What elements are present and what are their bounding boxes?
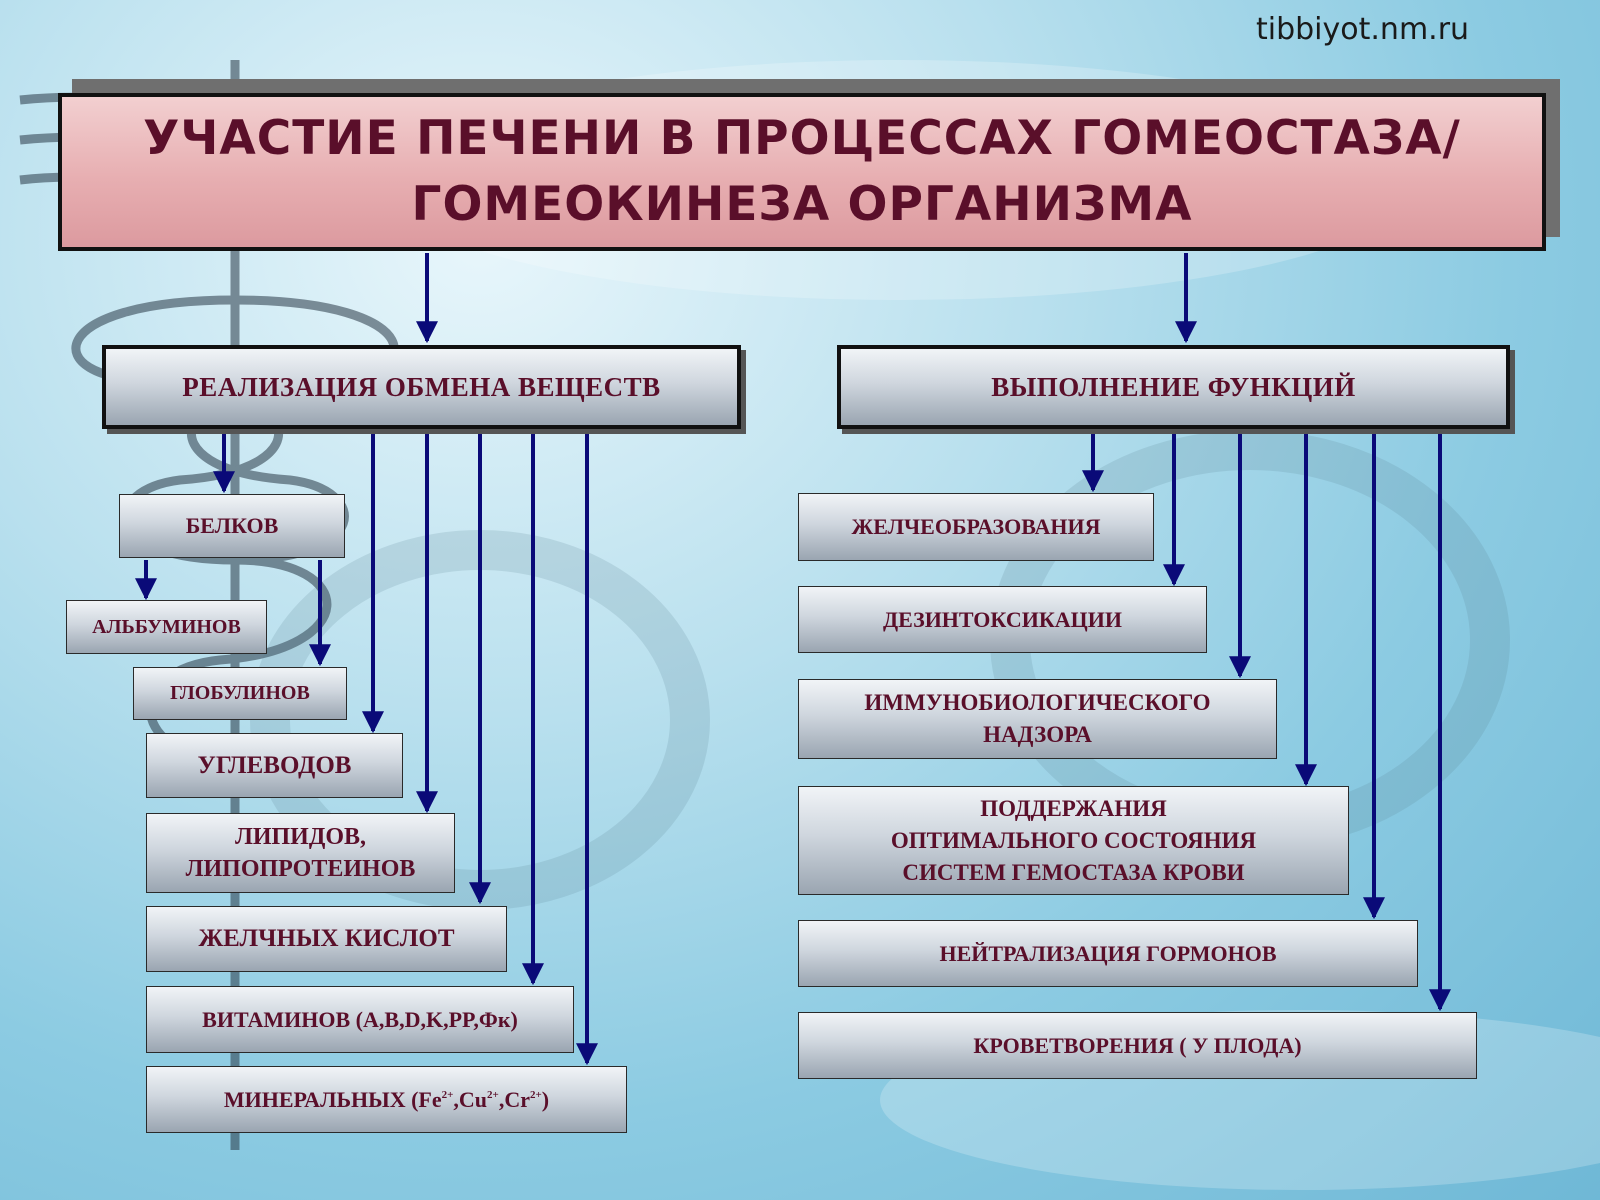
title-line-2: ГОМЕОКИНЕЗА ОРГАНИЗМА bbox=[411, 177, 1193, 232]
proteins-label: БЕЛКОВ bbox=[185, 513, 279, 538]
fe-charge: 2+ bbox=[441, 1088, 454, 1101]
bile-formation-label: ЖЕЛЧЕОБРАЗОВАНИЯ bbox=[851, 514, 1101, 539]
immuno-label-line2: НАДЗОРА bbox=[983, 722, 1092, 747]
bile-formation-box: ЖЕЛЧЕОБРАЗОВАНИЯ bbox=[798, 493, 1154, 561]
title-box: УЧАСТИЕ ПЕЧЕНИ В ПРОЦЕССАХ ГОМЕОСТАЗА/ Г… bbox=[58, 93, 1546, 251]
hemostasis-box: ПОДДЕРЖАНИЯ ОПТИМАЛЬНОГО СОСТОЯНИЯ СИСТЕ… bbox=[798, 786, 1349, 895]
minerals-cr: ,Cr bbox=[498, 1086, 530, 1112]
metabolism-header-label: РЕАЛИЗАЦИЯ ОБМЕНА ВЕЩЕСТВ bbox=[182, 371, 661, 402]
minerals-box: МИНЕРАЛЬНЫХ (Fe2+,Cu2+,Cr2+) bbox=[146, 1066, 627, 1133]
title-line-1: УЧАСТИЕ ПЕЧЕНИ В ПРОЦЕССАХ ГОМЕОСТАЗА/ bbox=[143, 111, 1461, 166]
albumins-label: АЛЬБУМИНОВ bbox=[92, 615, 241, 638]
albumins-box: АЛЬБУМИНОВ bbox=[66, 600, 267, 654]
globulins-label: ГЛОБУЛИНОВ bbox=[170, 682, 310, 704]
vitamins-label: ВИТАМИНОВ (A,B,D,K,PP,Фк) bbox=[202, 1006, 518, 1032]
cu-charge: 2+ bbox=[487, 1088, 499, 1101]
hormones-box: НЕЙТРАЛИЗАЦИЯ ГОРМОНОВ bbox=[798, 920, 1418, 987]
bile-acids-box: ЖЕЛЧНЫХ КИСЛОТ bbox=[146, 906, 507, 972]
hemostasis-label-line1: ПОДДЕРЖАНИЯ bbox=[980, 795, 1167, 821]
immuno-box: ИММУНОБИОЛОГИЧЕСКОГО НАДЗОРА bbox=[798, 679, 1277, 759]
cr-charge: 2+ bbox=[529, 1088, 542, 1101]
minerals-label: МИНЕРАЛЬНЫХ (Fe2+,Cu2+,Cr2+) bbox=[224, 1087, 549, 1113]
detox-label: ДЕЗИНТОКСИКАЦИИ bbox=[883, 606, 1122, 632]
carbohydrates-label: УГЛЕВОДОВ bbox=[197, 751, 352, 779]
hematopoiesis-box: КРОВЕТВОРЕНИЯ ( У ПЛОДА) bbox=[798, 1012, 1477, 1079]
lipids-label-line1: ЛИПИДОВ, bbox=[234, 824, 367, 850]
lipids-box: ЛИПИДОВ, ЛИПОПРОТЕИНОВ bbox=[146, 813, 455, 893]
functions-header-label: ВЫПОЛНЕНИЕ ФУНКЦИЙ bbox=[991, 371, 1356, 402]
site-watermark: tibbiyot.nm.ru bbox=[1256, 12, 1470, 47]
proteins-box: БЕЛКОВ bbox=[119, 494, 345, 558]
detox-box: ДЕЗИНТОКСИКАЦИИ bbox=[798, 586, 1207, 653]
minerals-cu: ,Cu bbox=[453, 1086, 488, 1112]
immuno-label-line1: ИММУНОБИОЛОГИЧЕСКОГО bbox=[864, 690, 1211, 715]
functions-header: ВЫПОЛНЕНИЕ ФУНКЦИЙ bbox=[837, 345, 1510, 429]
globulins-box: ГЛОБУЛИНОВ bbox=[133, 667, 347, 720]
vitamins-box: ВИТАМИНОВ (A,B,D,K,PP,Фк) bbox=[146, 986, 574, 1053]
carbohydrates-box: УГЛЕВОДОВ bbox=[146, 733, 403, 798]
hemostasis-label-line3: СИСТЕМ ГЕМОСТАЗА КРОВИ bbox=[902, 859, 1245, 885]
hormones-label: НЕЙТРАЛИЗАЦИЯ ГОРМОНОВ bbox=[939, 940, 1277, 966]
minerals-prefix: МИНЕРАЛЬНЫХ (Fe bbox=[223, 1086, 442, 1112]
lipids-label-line2: ЛИПОПРОТЕИНОВ bbox=[185, 856, 416, 882]
hemostasis-label-line2: ОПТИМАЛЬНОГО СОСТОЯНИЯ bbox=[890, 827, 1257, 853]
metabolism-header: РЕАЛИЗАЦИЯ ОБМЕНА ВЕЩЕСТВ bbox=[102, 345, 741, 429]
hematopoiesis-label: КРОВЕТВОРЕНИЯ ( У ПЛОДА) bbox=[973, 1032, 1302, 1058]
minerals-suffix: ) bbox=[541, 1086, 550, 1112]
bile-acids-label: ЖЕЛЧНЫХ КИСЛОТ bbox=[198, 925, 455, 952]
